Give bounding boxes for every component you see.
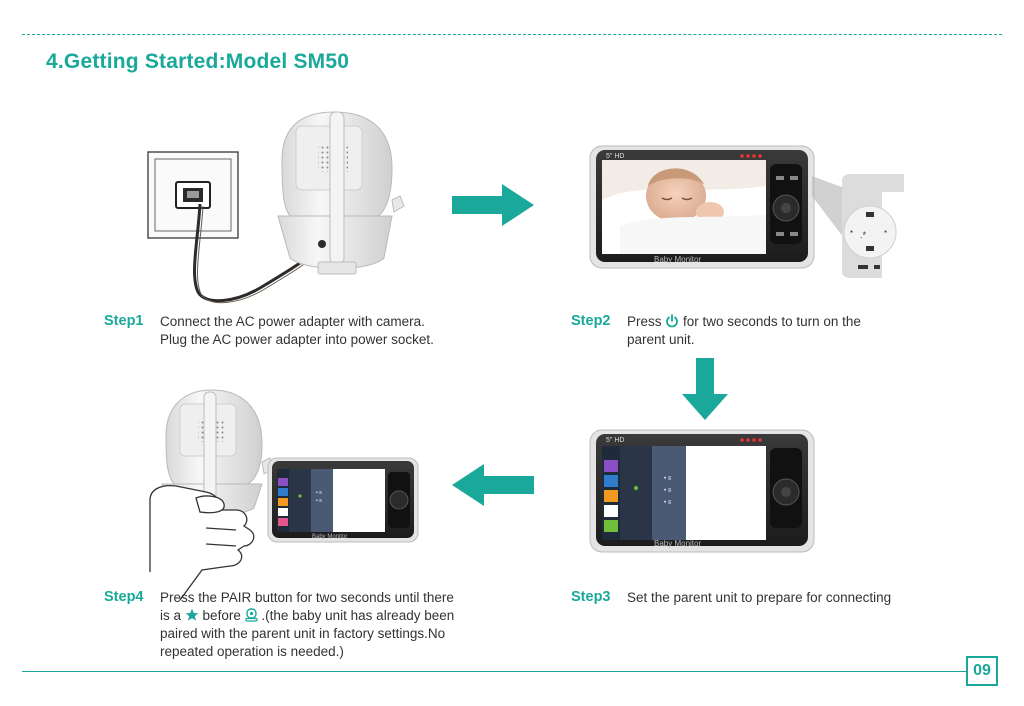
step4-line2-after: .(the baby unit has already been [261,608,455,623]
svg-text:• ≡: • ≡ [664,488,672,494]
star-icon [185,608,199,621]
step4-label: Step4 [104,589,144,605]
svg-text:• ≡: • ≡ [316,490,322,496]
step4-line2: is a before .(the baby unit has already … [160,607,454,625]
zoom-callout-beam [812,176,850,246]
parent-unit-illustration-step4: • ≡ • ≡ Baby Monitor [267,457,419,543]
step1-line1: Connect the AC power adapter with camera… [160,314,425,329]
arrow-down-icon [682,358,728,420]
baby-unit-icon [244,608,258,622]
power-cable [193,203,324,303]
arrow-left-icon [452,464,534,506]
svg-text:.*: .* [860,230,867,240]
top-dashed-divider [22,34,1002,35]
step2-line2: parent unit. [627,332,695,347]
step4-line4: repeated operation is needed.) [160,644,344,659]
svg-text:Baby Monitor: Baby Monitor [654,539,701,548]
svg-text:Baby Monitor: Baby Monitor [312,534,347,540]
step2-text: Press for two seconds to turn on the par… [627,313,861,349]
svg-text:Baby Monitor: Baby Monitor [654,255,701,264]
svg-text:• ≡: • ≡ [316,498,322,504]
parent-unit-illustration-step2: 5" HD Baby Monitor [589,145,815,269]
step4-line1: Press the PAIR button for two seconds un… [160,590,454,605]
power-cable-highlight [197,205,326,304]
hand-illustration [149,484,255,601]
step2-label: Step2 [571,313,611,329]
svg-text:• ≡: • ≡ [664,500,672,506]
step4-line3: paired with the parent unit in factory s… [160,626,446,641]
svg-text:5" HD: 5" HD [606,437,624,444]
page-title: 4.Getting Started:Model SM50 [46,50,350,73]
camera-illustration-step1 [277,111,405,275]
step1-text: Connect the AC power adapter with camera… [160,313,434,349]
svg-text:*: * [884,229,887,238]
step1-label: Step1 [104,313,144,329]
svg-text:*: * [850,229,853,238]
page-number: 09 [966,656,998,686]
step3-label: Step3 [571,589,611,605]
button-zoom-callout: .* * * [842,174,904,278]
parent-unit-illustration-step3: • ≡ • ≡ • ≡ 5" HD Baby Monitor [589,429,815,553]
step3-text: Set the parent unit to prepare for conne… [627,590,892,605]
step2-line1: Press for two seconds to turn on the [627,313,861,331]
step2-line1-after: for two seconds to turn on the [683,314,861,329]
step1-line2: Plug the AC power adapter into power soc… [160,332,434,347]
svg-text:• ≡: • ≡ [664,476,672,482]
step4-text: Press the PAIR button for two seconds un… [160,589,454,661]
arrow-right-icon [452,184,534,226]
step2-line1-before: Press [627,314,662,329]
wall-socket-illustration [147,151,239,239]
step4-line2-mid: before [202,608,241,623]
svg-text:5" HD: 5" HD [606,153,624,160]
step4-line2-before: is a [160,608,182,623]
bottom-divider [22,671,966,672]
power-icon [666,314,679,328]
